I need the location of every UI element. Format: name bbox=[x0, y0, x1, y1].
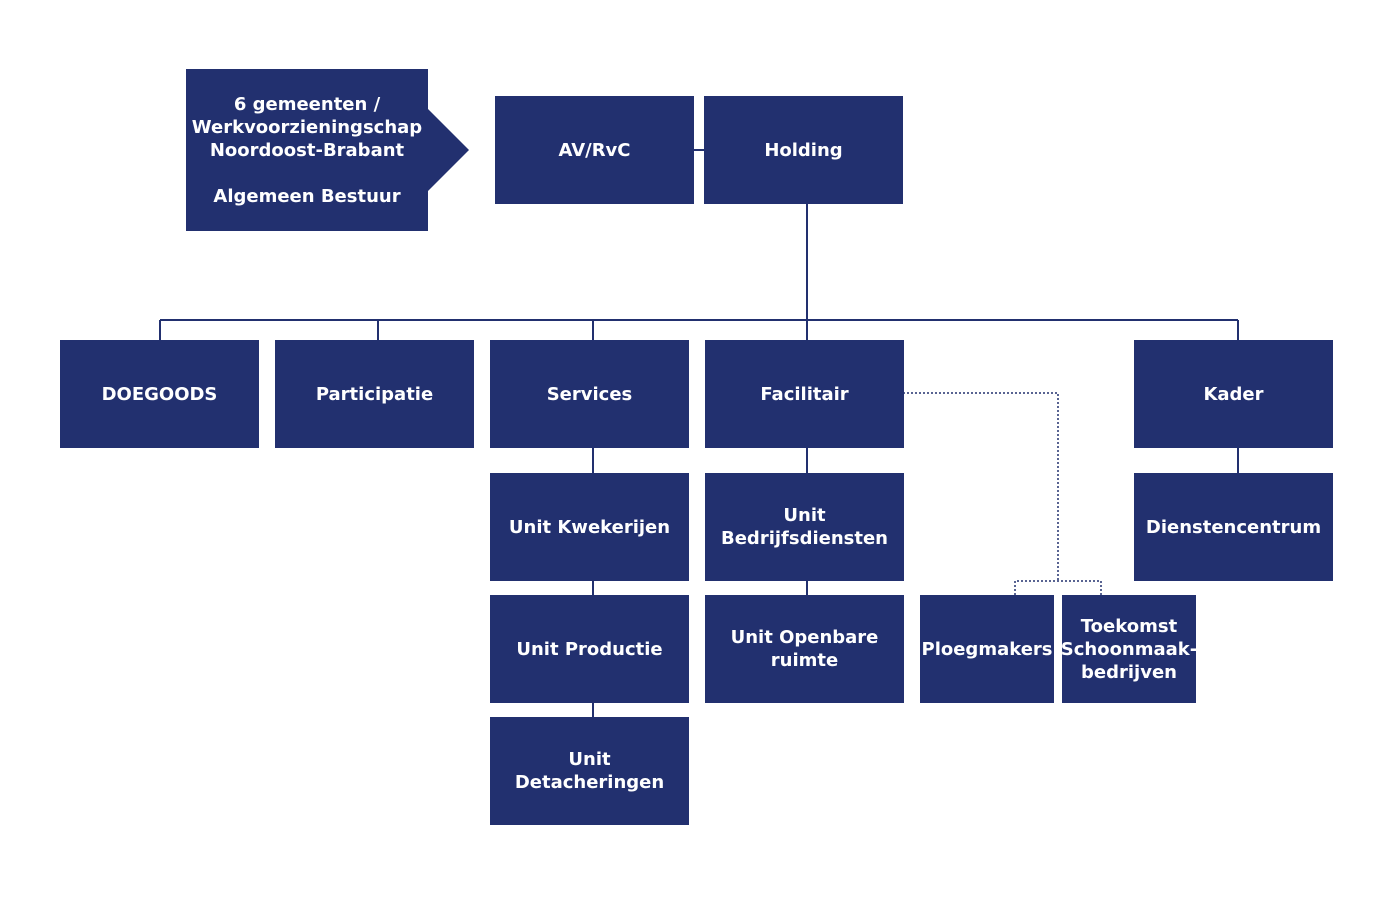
arrow-shape bbox=[186, 69, 469, 231]
owners-line-2: Werkvoorzieningschap bbox=[191, 117, 423, 138]
kader-box: Kader bbox=[1134, 340, 1333, 448]
unit-detacheringen-box: Unit Detacheringen bbox=[490, 717, 689, 825]
doegoods-box: DOEGOODS bbox=[60, 340, 259, 448]
owners-line-3: Noordoost-Brabant bbox=[209, 140, 405, 161]
owners-line-1: 6 gemeenten / bbox=[233, 94, 381, 115]
owners-arrow-box: 6 gemeenten / Werkvoorzieningschap Noord… bbox=[186, 69, 469, 231]
av-rvc-box: AV/RvC bbox=[495, 96, 694, 204]
dienstencentrum-box: Dienstencentrum bbox=[1134, 473, 1333, 581]
owners-line-4: Algemeen Bestuur bbox=[213, 186, 401, 207]
dotted-connector-facilitair bbox=[903, 392, 1059, 581]
unit-openbare-ruimte-box: Unit Openbare ruimte bbox=[705, 595, 904, 703]
toekomst-schoonmaakbedrijven-box: Toekomst Schoonmaak- bedrijven bbox=[1061, 595, 1197, 703]
owners-text: 6 gemeenten / Werkvoorzieningschap Noord… bbox=[186, 93, 428, 208]
unit-productie-box: Unit Productie bbox=[490, 595, 689, 703]
holding-box: Holding bbox=[704, 96, 903, 204]
dotted-connector-affiliates bbox=[1014, 580, 1102, 595]
facilitair-box: Facilitair bbox=[705, 340, 904, 448]
unit-kwekerijen-box: Unit Kwekerijen bbox=[490, 473, 689, 581]
ploegmakers-box: Ploegmakers bbox=[920, 595, 1054, 703]
unit-bedrijfsdiensten-box: Unit Bedrijfsdiensten bbox=[705, 473, 904, 581]
services-box: Services bbox=[490, 340, 689, 448]
participatie-box: Participatie bbox=[275, 340, 474, 448]
